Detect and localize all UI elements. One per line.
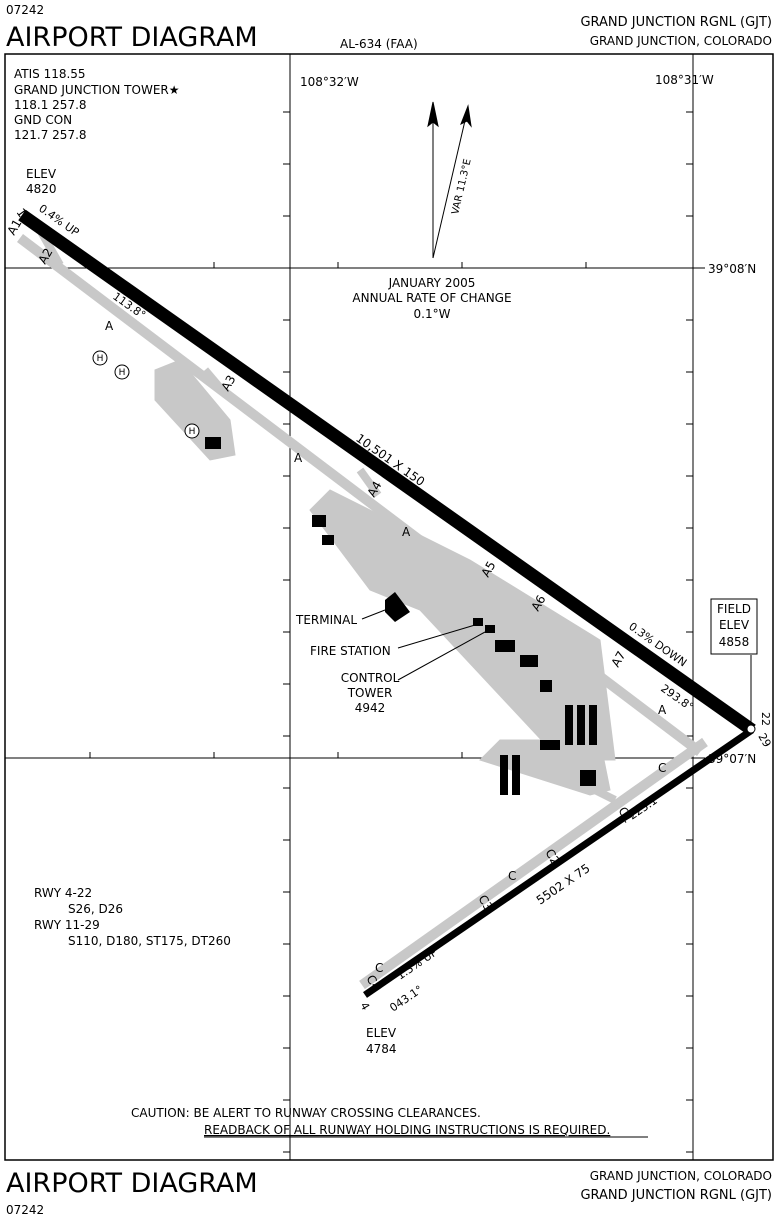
footer-airport: GRAND JUNCTION RGNL (GJT) [580, 1188, 772, 1203]
runway-end-22: 22 [759, 712, 772, 726]
elev-label-11: ELEV [26, 167, 57, 181]
taxiway-label: A7 [608, 649, 628, 670]
field-elev-point [746, 724, 756, 734]
taxiway-label: A [402, 525, 411, 539]
runway-strength: RWY 4-22 S26, D26 RWY 11-29 S110, D180, … [34, 886, 231, 948]
procedure-number: 07242 [6, 3, 44, 17]
taxiway-label: A5 [478, 559, 498, 580]
tower-name: GRAND JUNCTION TOWER★ [14, 83, 180, 97]
taxiway-label: A6 [528, 593, 548, 614]
taxiway-label: A [294, 451, 303, 465]
heliport-label: H [189, 427, 196, 437]
callout-leaders [361, 609, 752, 725]
south-apron [479, 739, 611, 796]
caution-readback: READBACK OF ALL RUNWAY HOLDING INSTRUCTI… [204, 1123, 610, 1137]
control-tower-label-2: TOWER [347, 686, 393, 700]
strength-values-4-22: S26, D26 [68, 902, 123, 916]
runway-11-29 [18, 209, 756, 736]
caution-text: CAUTION: BE ALERT TO RUNWAY CROSSING CLE… [131, 1106, 481, 1120]
ground-freq: 121.7 257.8 [14, 128, 87, 142]
footer-city: GRAND JUNCTION, COLORADO [590, 1169, 772, 1183]
taxiways-and-aprons [16, 228, 708, 990]
airport-name: GRAND JUNCTION RGNL (GJT) [580, 15, 772, 30]
field-elev-box [710, 598, 758, 655]
field-elev-value: 4858 [719, 635, 750, 649]
elev-label-4: ELEV [366, 1026, 397, 1040]
taxiway-label: C [375, 961, 383, 975]
control-tower-elev: 4942 [355, 701, 386, 715]
strength-rwy-4-22: RWY 4-22 [34, 886, 92, 900]
longitude-west: 108°32′W [300, 75, 359, 89]
terminal-label: TERMINAL [295, 613, 357, 627]
ground-name: GND CON [14, 113, 72, 127]
variation-epoch: JANUARY 2005 [388, 276, 476, 290]
variation-rate-label: ANNUAL RATE OF CHANGE [352, 291, 511, 305]
heliport-icons: H H H [92, 350, 200, 439]
tower-freq: 118.1 257.8 [14, 98, 87, 112]
diagram-frame [4, 53, 774, 1161]
taxiway-label: A [105, 319, 114, 333]
taxiway-labels: A1 A2 A A3 A A4 A A5 A6 A7 A C C1 C2 C C… [4, 217, 667, 994]
north-arrow-icon [427, 101, 472, 259]
buildings [205, 437, 597, 795]
runway-4-22 [363, 727, 754, 998]
footer-procedure-number: 07242 [6, 1203, 44, 1217]
taxiway-label: C2 [542, 847, 562, 868]
comm-frequencies: ATIS 118.55 GRAND JUNCTION TOWER★ 118.1 … [14, 67, 180, 142]
runway-4-22-dims: 5502 X 75 [534, 861, 593, 907]
variation-rate: 0.1°W [414, 307, 451, 321]
taxiway-label: C4 [363, 973, 383, 994]
heliport-label: H [119, 368, 126, 378]
elev-4: 4784 [366, 1042, 397, 1056]
magnetic-variation: VAR 11.3°E [450, 158, 473, 216]
field-elev-label-2: ELEV [719, 618, 750, 632]
taxiway-label: A [658, 703, 667, 717]
city-name: GRAND JUNCTION, COLORADO [590, 34, 772, 48]
taxiway-label: C [658, 761, 666, 775]
fire-station-label: FIRE STATION [310, 644, 391, 658]
runway-end-29: 29 [755, 731, 773, 750]
taxiway-label: C [508, 869, 516, 883]
diagram-title: AIRPORT DIAGRAM [6, 22, 258, 53]
taxiway-label: A1 [4, 217, 24, 238]
heading-4: 043.1° [387, 983, 425, 1015]
longitude-east: 108°31′W [655, 73, 714, 87]
strength-values-11-29: S110, D180, ST175, DT260 [68, 934, 231, 948]
west-apron [154, 359, 236, 461]
atis-freq: ATIS 118.55 [14, 67, 86, 81]
heliport-label: H [97, 354, 104, 364]
strength-rwy-11-29: RWY 11-29 [34, 918, 100, 932]
runway-end-4: 4 [357, 1000, 372, 1013]
taxiway-label: A3 [218, 373, 238, 394]
taxiway-label: A2 [35, 246, 55, 267]
footer-title: AIRPORT DIAGRAM [6, 1168, 258, 1199]
elev-11: 4820 [26, 182, 57, 196]
field-elev-label: FIELD [717, 602, 751, 616]
taxiway-label: C1 [615, 805, 635, 826]
lat-lon-grid [5, 54, 705, 1160]
latitude-north: 39°08′N [708, 262, 756, 276]
main-apron [309, 489, 616, 761]
control-tower-label: CONTROL [341, 671, 400, 685]
chart-id: AL-634 (FAA) [340, 37, 418, 51]
taxiway-c [359, 737, 708, 990]
taxiway-label: A4 [364, 479, 384, 500]
taxiway-label: C3 [475, 893, 495, 914]
